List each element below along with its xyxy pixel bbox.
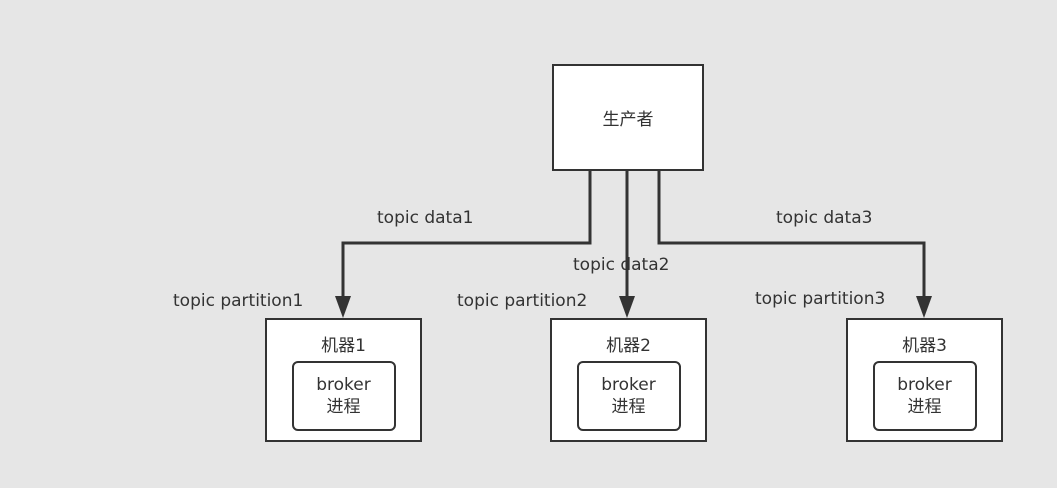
arrowhead-machine3 — [916, 296, 932, 318]
edge-label-data1: topic data1 — [377, 208, 474, 228]
partition-label-3: topic partition3 — [755, 289, 886, 309]
machine-node-3[interactable]: 机器3 broker 进程 — [846, 318, 1003, 442]
edge-producer-machine3 — [657, 170, 926, 298]
machine-node-2[interactable]: 机器2 broker 进程 — [550, 318, 707, 442]
arrowhead-machine1 — [335, 296, 351, 318]
process-label: 进程 — [907, 397, 942, 417]
producer-node[interactable]: 生产者 — [552, 64, 704, 171]
partition-label-2: topic partition2 — [457, 291, 588, 311]
edge-label-data2: topic data2 — [573, 255, 670, 275]
broker-label: broker — [897, 375, 952, 395]
producer-label: 生产者 — [602, 110, 654, 130]
edge-producer-machine1 — [341, 170, 592, 298]
broker-process-node[interactable]: broker 进程 — [576, 361, 681, 431]
arrowhead-machine2 — [619, 296, 635, 318]
broker-label: broker — [601, 375, 656, 395]
edge-label-data3: topic data3 — [776, 208, 873, 228]
machine-title: 机器3 — [902, 336, 947, 356]
process-label: 进程 — [326, 397, 361, 417]
process-label: 进程 — [611, 397, 646, 417]
broker-label: broker — [316, 375, 371, 395]
machine-title: 机器2 — [606, 336, 651, 356]
machine-node-1[interactable]: 机器1 broker 进程 — [265, 318, 422, 442]
machine-title: 机器1 — [321, 336, 366, 356]
broker-process-node[interactable]: broker 进程 — [872, 361, 977, 431]
partition-label-1: topic partition1 — [173, 291, 304, 311]
broker-process-node[interactable]: broker 进程 — [291, 361, 396, 431]
